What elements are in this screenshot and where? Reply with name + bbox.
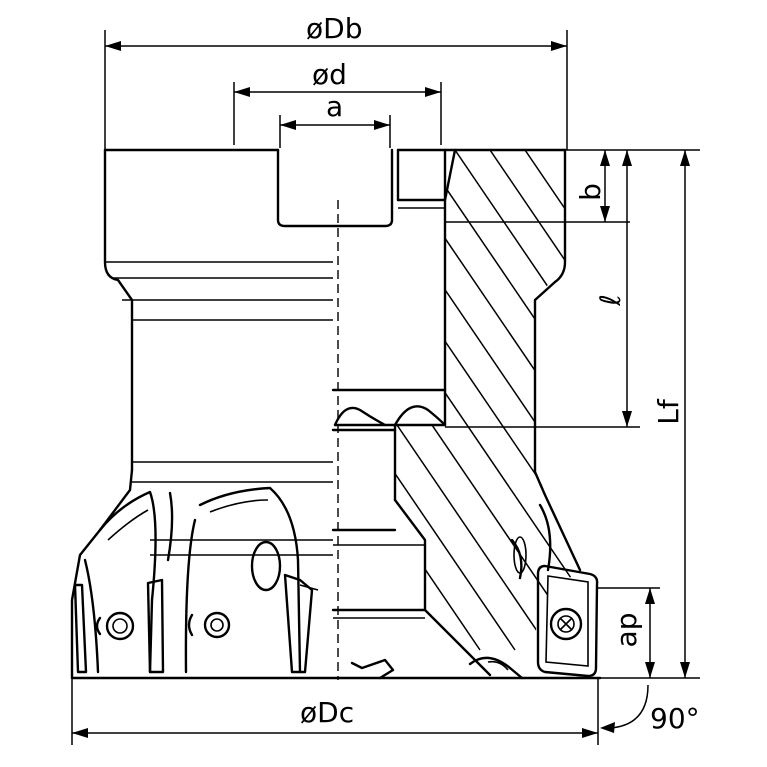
right-insert <box>536 564 599 678</box>
label-Db: øDb <box>306 12 362 45</box>
label-a: a <box>326 90 343 123</box>
label-d: ød <box>312 58 347 91</box>
label-l: ℓ <box>594 294 627 307</box>
label-ap: ap <box>610 613 643 648</box>
flutes-and-inserts <box>73 486 527 680</box>
label-Lf: Lf <box>652 398 685 425</box>
label-Dc: øDc <box>300 696 354 729</box>
cutter-body <box>70 148 602 680</box>
dimension-lines <box>71 30 700 745</box>
label-angle: 90° <box>650 702 700 735</box>
label-b: b <box>574 183 607 201</box>
